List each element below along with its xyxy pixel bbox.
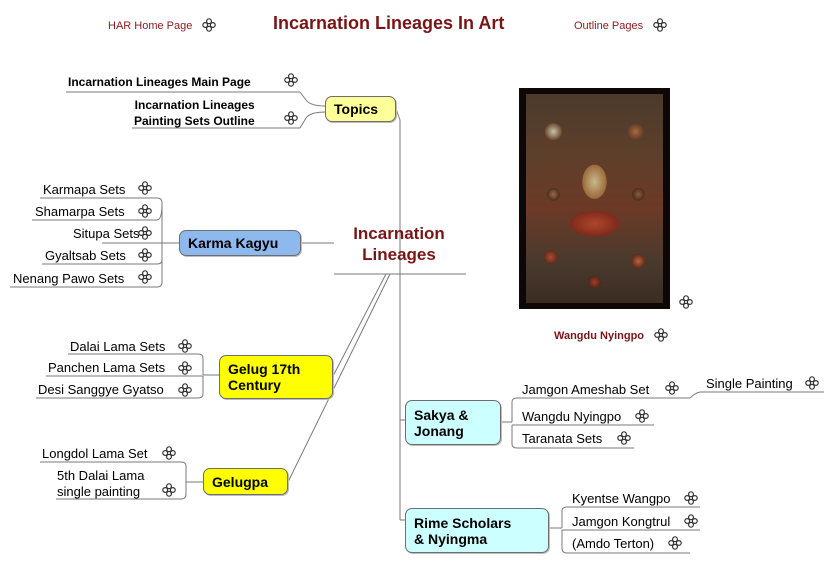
fifth-dalai-lama-line2: single painting: [57, 484, 141, 499]
link-knot-icon[interactable]: [178, 361, 192, 375]
situpa-sets-link[interactable]: Situpa Sets: [73, 226, 140, 241]
painting-sets-outline-line2: Painting Sets Outline: [134, 114, 255, 128]
link-knot-icon[interactable]: [284, 111, 298, 125]
link-knot-icon[interactable]: [284, 73, 298, 87]
painting-caption: Wangdu Nyingpo: [554, 330, 645, 342]
topics-node[interactable]: Topics: [325, 96, 396, 122]
kyentse-wangpo-link[interactable]: Kyentse Wangpo: [572, 491, 671, 506]
jamgon-kongtrul-link[interactable]: Jamgon Kongtrul: [572, 514, 671, 529]
link-knot-icon[interactable]: [635, 409, 649, 423]
amdo-terton-link[interactable]: (Amdo Terton): [572, 536, 655, 551]
taranata-sets-link[interactable]: Taranata Sets: [522, 431, 603, 446]
fifth-dalai-lama-line1: 5th Dalai Lama: [57, 468, 145, 483]
link-knot-icon[interactable]: [684, 514, 698, 528]
link-knot-icon[interactable]: [138, 248, 152, 262]
link-knot-icon[interactable]: [653, 18, 667, 32]
link-knot-icon[interactable]: [805, 376, 819, 390]
gelug-17th-century-node[interactable]: Gelug 17th Century: [219, 355, 333, 399]
desi-sanggye-gyatso-link[interactable]: Desi Sanggye Gyatso: [38, 382, 164, 397]
nenang-pawo-sets-link[interactable]: Nenang Pawo Sets: [13, 271, 125, 286]
rime-scholars-line1: Rime Scholars: [414, 514, 512, 531]
rime-scholars-nyingma-node[interactable]: Rime Scholars & Nyingma: [405, 508, 549, 553]
jamgon-ameshab-set-link[interactable]: Jamgon Ameshab Set: [522, 382, 650, 397]
painting-sets-outline-link[interactable]: Incarnation Lineages Painting Sets Outli…: [134, 97, 255, 129]
link-knot-icon[interactable]: [665, 381, 679, 395]
page-title: Incarnation Lineages In Art: [273, 13, 505, 33]
painting-image: [526, 94, 663, 303]
shamarpa-sets-link[interactable]: Shamarpa Sets: [35, 204, 125, 219]
central-topic: Incarnation Lineages: [337, 223, 461, 265]
panchen-lama-sets-link[interactable]: Panchen Lama Sets: [48, 360, 166, 375]
karmapa-sets-link[interactable]: Karmapa Sets: [43, 182, 126, 197]
wangdu-nyingpo-painting[interactable]: [519, 88, 670, 309]
gelug-17th-line2: Century: [228, 377, 281, 393]
har-home-link[interactable]: HAR Home Page: [108, 20, 193, 32]
gelugpa-node[interactable]: Gelugpa: [203, 468, 288, 495]
karma-kagyu-node-label: Karma Kagyu: [188, 235, 279, 251]
link-knot-icon[interactable]: [202, 18, 216, 32]
outline-pages-link[interactable]: Outline Pages: [574, 20, 644, 32]
rime-scholars-line2: & Nyingma: [414, 530, 488, 547]
link-knot-icon[interactable]: [679, 295, 693, 309]
central-topic-line2: Lineages: [362, 245, 436, 264]
fifth-dalai-lama-painting-link[interactable]: 5th Dalai Lama single painting: [57, 468, 144, 500]
sakya-jonang-line2: Jonang: [414, 422, 464, 439]
central-topic-line1: Incarnation: [353, 224, 445, 243]
link-knot-icon[interactable]: [138, 226, 152, 240]
single-painting-link[interactable]: Single Painting: [706, 376, 793, 391]
gelug-17th-line1: Gelug 17th: [228, 361, 301, 377]
longdol-lama-set-link[interactable]: Longdol Lama Set: [42, 446, 148, 461]
gyaltsab-sets-link[interactable]: Gyaltsab Sets: [45, 248, 126, 263]
karma-kagyu-node[interactable]: Karma Kagyu: [179, 230, 301, 256]
link-knot-icon[interactable]: [162, 446, 176, 460]
sakya-jonang-line1: Sakya &: [414, 406, 469, 423]
dalai-lama-sets-link[interactable]: Dalai Lama Sets: [70, 339, 166, 354]
link-knot-icon[interactable]: [162, 483, 176, 497]
link-knot-icon[interactable]: [178, 383, 192, 397]
link-knot-icon[interactable]: [654, 328, 668, 342]
sakya-jonang-node[interactable]: Sakya & Jonang: [405, 400, 501, 445]
link-knot-icon[interactable]: [138, 204, 152, 218]
painting-sets-outline-line1: Incarnation Lineages: [134, 98, 255, 112]
wangdu-nyingpo-link[interactable]: Wangdu Nyingpo: [522, 409, 622, 424]
link-knot-icon[interactable]: [684, 491, 698, 505]
incarnation-main-page-link[interactable]: Incarnation Lineages Main Page: [68, 75, 251, 89]
link-knot-icon[interactable]: [138, 181, 152, 195]
link-knot-icon[interactable]: [668, 536, 682, 550]
gelugpa-node-label: Gelugpa: [212, 473, 269, 490]
link-knot-icon[interactable]: [138, 270, 152, 284]
link-knot-icon[interactable]: [178, 339, 192, 353]
link-knot-icon[interactable]: [617, 431, 631, 445]
topics-node-label: Topics: [334, 101, 379, 117]
